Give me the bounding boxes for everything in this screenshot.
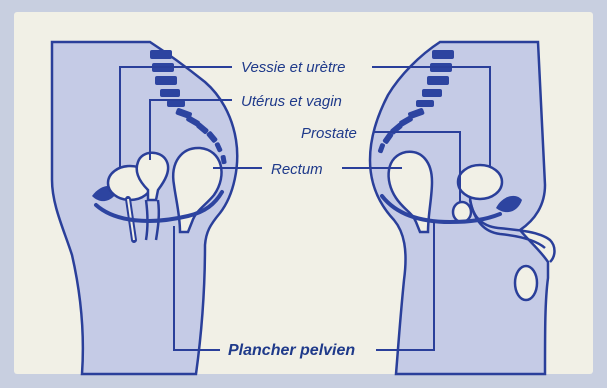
label-plancher-pelvien: Plancher pelvien [228,342,355,359]
male-bladder [458,165,502,199]
label-rectum: Rectum [271,161,323,178]
label-prostate: Prostate [301,125,357,142]
male-pelvis [370,42,555,374]
female-pelvis [52,42,237,374]
male-prostate [453,202,471,222]
label-uterus-vagin: Utérus et vagin [241,93,342,110]
label-vessie-uretre: Vessie et urètre [241,59,346,76]
male-testis [515,266,537,300]
